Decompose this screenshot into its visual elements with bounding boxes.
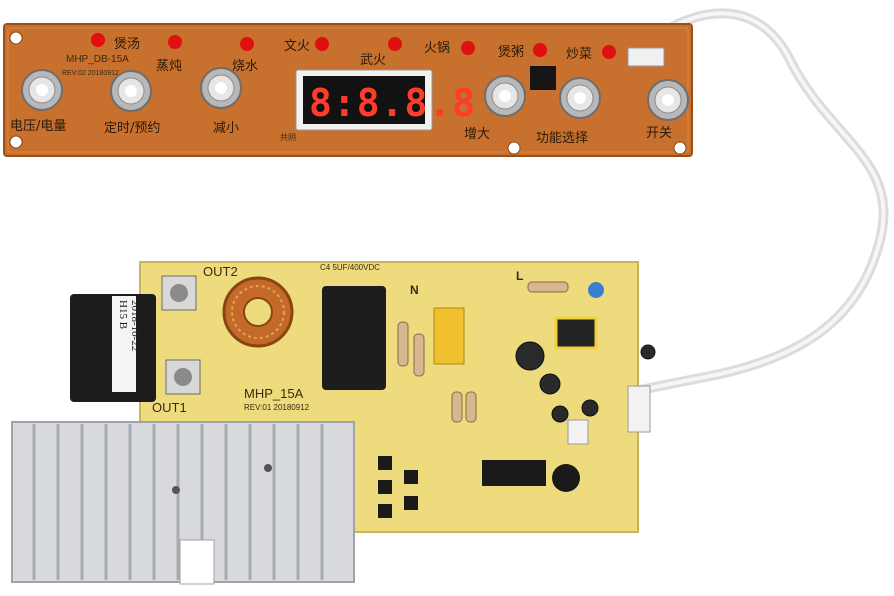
out1-label: OUT1 [152, 400, 187, 415]
led [91, 33, 105, 47]
control-model-text: MHP_DB-15A [66, 54, 129, 65]
control-board: MHP_DB-15A REV:02 20180912 煲汤 蒸炖 烧水 文火 武… [3, 23, 693, 157]
display-label: 共阴 [280, 133, 296, 142]
mount-hole [507, 141, 521, 155]
label-power: 开关 [646, 126, 672, 141]
terminal-out2 [161, 275, 197, 311]
transistor [378, 456, 392, 470]
electrolytic-capacitor [539, 373, 561, 395]
transistor [404, 496, 418, 510]
n-label: N [410, 283, 419, 297]
label-decrease: 减小 [213, 121, 239, 136]
bridge-rectifier: H15 B 2018-10-22 [70, 294, 156, 402]
power-revision-text: REV:01 20180912 [244, 403, 310, 412]
led [533, 43, 547, 57]
label-voltage: 电压/电量 [10, 119, 66, 134]
label-increase: 增大 [464, 127, 490, 142]
ribbon-cable [635, 8, 889, 395]
transistor [530, 66, 556, 90]
label-hotpot: 火锅 [424, 40, 450, 56]
button-increase[interactable] [484, 75, 526, 117]
resistor [451, 391, 463, 423]
indicator-leds [91, 33, 616, 59]
label-porridge: 煲粥 [498, 44, 524, 60]
toroid-inductor [222, 276, 294, 348]
label-high-fire: 武火 [360, 53, 386, 68]
button-voltage[interactable] [21, 69, 63, 111]
resistor [527, 281, 569, 293]
transistor [378, 480, 392, 494]
label-function: 功能选择 [536, 131, 588, 146]
label-stir-fry: 炒菜 [566, 47, 592, 62]
led [602, 45, 616, 59]
transformer [554, 316, 598, 350]
control-revision-text: REV:02 20180912 [62, 70, 119, 77]
power-model-text: MHP_15A [244, 386, 304, 401]
transistor [378, 504, 392, 518]
display-digits: 8:8.8.8 [309, 81, 476, 125]
label-low-fire: 文火 [284, 39, 310, 54]
led [168, 35, 182, 49]
terminal-out1 [165, 359, 201, 395]
mount-hole [673, 141, 687, 155]
transistor [404, 470, 418, 484]
electrolytic-capacitor [640, 344, 656, 360]
connector [627, 47, 665, 67]
buzzer [552, 464, 580, 492]
screw [264, 464, 272, 472]
button-timer[interactable] [110, 70, 152, 112]
label-steam: 蒸炖 [156, 59, 182, 74]
capacitor-rating: C4 5UF/400VDC [320, 263, 380, 272]
electrolytic-capacitor [581, 399, 599, 417]
aluminum-heatsink [11, 421, 355, 585]
mount-hole [9, 135, 23, 149]
button-function[interactable] [559, 77, 601, 119]
resistor [465, 391, 477, 423]
screw [172, 486, 180, 494]
seven-segment-display: 8:8.8.8 [295, 69, 476, 131]
electrolytic-capacitor [551, 405, 569, 423]
film-capacitor [322, 286, 386, 390]
mount-hole [9, 31, 23, 45]
yellow-capacitor [433, 307, 465, 365]
resistor [397, 321, 409, 367]
label-soup: 煲汤 [114, 36, 140, 52]
led [461, 41, 475, 55]
out2-label: OUT2 [203, 264, 238, 279]
l-label: L [516, 269, 523, 283]
led [240, 37, 254, 51]
electrolytic-capacitor [515, 341, 545, 371]
connector [567, 419, 589, 445]
blue-capacitor [588, 282, 604, 298]
label-boil: 烧水 [232, 59, 258, 74]
bridge-date: 2018-10-22 [129, 300, 141, 351]
bridge-label: H15 B [117, 300, 129, 329]
cable-connector [627, 385, 651, 433]
button-decrease[interactable] [200, 67, 242, 109]
ic-chip [482, 460, 546, 486]
label-timer: 定时/预约 [104, 121, 160, 136]
led [315, 37, 329, 51]
resistor [413, 333, 425, 377]
button-power[interactable] [647, 79, 689, 121]
heatsink-slot [179, 539, 215, 585]
led [388, 37, 402, 51]
